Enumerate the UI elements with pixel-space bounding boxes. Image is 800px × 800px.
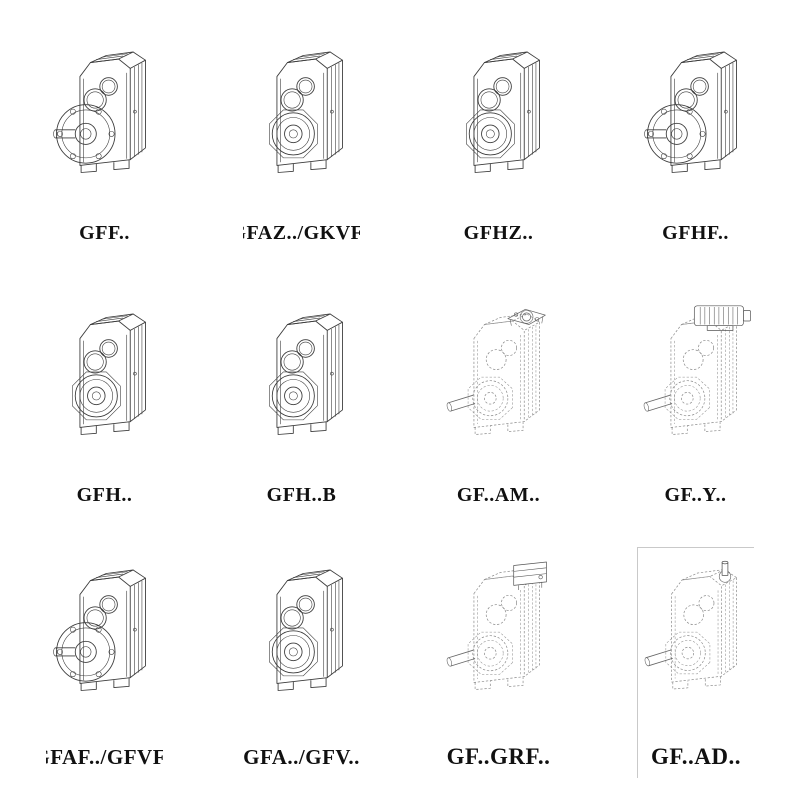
product-cell: GFHF.. — [637, 22, 754, 253]
product-label: GFH..B — [266, 484, 337, 507]
product-cell: GF..Y.. — [637, 285, 754, 516]
product-label: GFHF.. — [662, 221, 729, 244]
gearbox-drawing-gfh — [46, 285, 163, 483]
gearbox-drawing-gfaf-gfvf — [46, 547, 163, 743]
gearbox-drawing-gf-grf — [440, 547, 557, 742]
product-label: GFA../GFV.. — [243, 744, 360, 769]
product-label: GFAF../GFVF.. — [46, 744, 163, 769]
product-label: GF..Y.. — [664, 484, 727, 507]
product-cell: GF..GRF.. — [440, 547, 557, 778]
product-label: GFHZ.. — [463, 221, 534, 244]
gearbox-drawing-gf-y — [637, 285, 754, 483]
gearbox-drawing-gfaz-gkvf — [243, 22, 360, 220]
product-cell: GFF.. — [46, 22, 163, 253]
gearbox-drawing-gf-am — [440, 285, 557, 483]
product-label: GF..AD.. — [650, 743, 742, 769]
product-label: GFAZ../GKVF.. — [243, 221, 360, 244]
product-cell: GF..AM.. — [440, 285, 557, 516]
product-cell: GFH..B — [243, 285, 360, 516]
gearbox-drawing-gfhz — [440, 22, 557, 220]
gearbox-drawing-gf-ad — [638, 547, 754, 742]
product-label: GF..GRF.. — [446, 743, 551, 769]
product-cell: GF..AD.. — [637, 547, 754, 778]
gearbox-drawing-gfhf — [637, 22, 754, 220]
product-cell: GFAF../GFVF.. — [46, 547, 163, 778]
product-label: GF..AM.. — [456, 484, 541, 507]
product-cell: GFH.. — [46, 285, 163, 516]
gearbox-drawing-gfh-b — [243, 285, 360, 483]
product-cell: GFAZ../GKVF.. — [243, 22, 360, 253]
product-label: GFF.. — [79, 221, 130, 244]
product-cell: GFHZ.. — [440, 22, 557, 253]
gearbox-drawing-gff — [46, 22, 163, 220]
product-cell: GFA../GFV.. — [243, 547, 360, 778]
product-label: GFH.. — [76, 484, 133, 507]
gearbox-drawing-gfa-gfv — [243, 547, 360, 743]
